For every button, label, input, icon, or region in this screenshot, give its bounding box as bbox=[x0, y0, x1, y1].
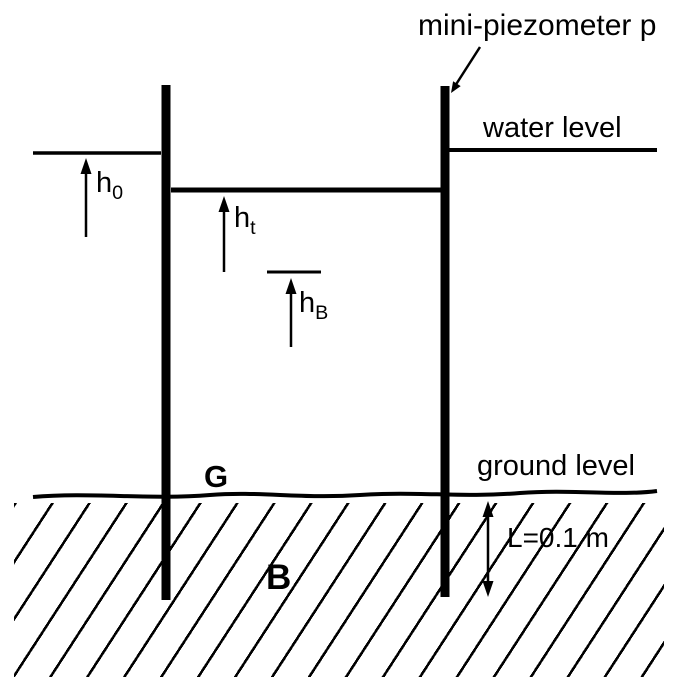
ground-surface-line bbox=[32, 489, 658, 499]
label-ht-base: h bbox=[234, 202, 251, 234]
label-h0-sub: 0 bbox=[112, 181, 124, 204]
label-ht-sub: t bbox=[250, 216, 256, 239]
label-water-level: water level bbox=[483, 112, 622, 144]
label-piezometer: mini-piezometer p bbox=[418, 9, 657, 42]
label-h0-base: h bbox=[96, 167, 113, 199]
label-point-G: G bbox=[204, 459, 229, 494]
label-hB-base: h bbox=[299, 287, 316, 319]
label-point-B: B bbox=[266, 558, 292, 597]
label-ground-level: ground level bbox=[477, 450, 635, 482]
subsurface-hatching bbox=[14, 503, 664, 677]
piezometer-pointer-arrow bbox=[451, 46, 482, 93]
depth-dimension-arrow bbox=[482, 501, 494, 597]
label-depth: L=0.1 m bbox=[507, 522, 609, 553]
label-hB: hB bbox=[299, 287, 328, 323]
label-h0: h0 bbox=[96, 167, 123, 203]
hB-arrow bbox=[285, 278, 297, 347]
ht-arrow bbox=[218, 196, 230, 272]
label-hB-sub: B bbox=[315, 301, 329, 324]
label-ht: ht bbox=[234, 202, 256, 238]
h0-arrow bbox=[80, 158, 92, 237]
